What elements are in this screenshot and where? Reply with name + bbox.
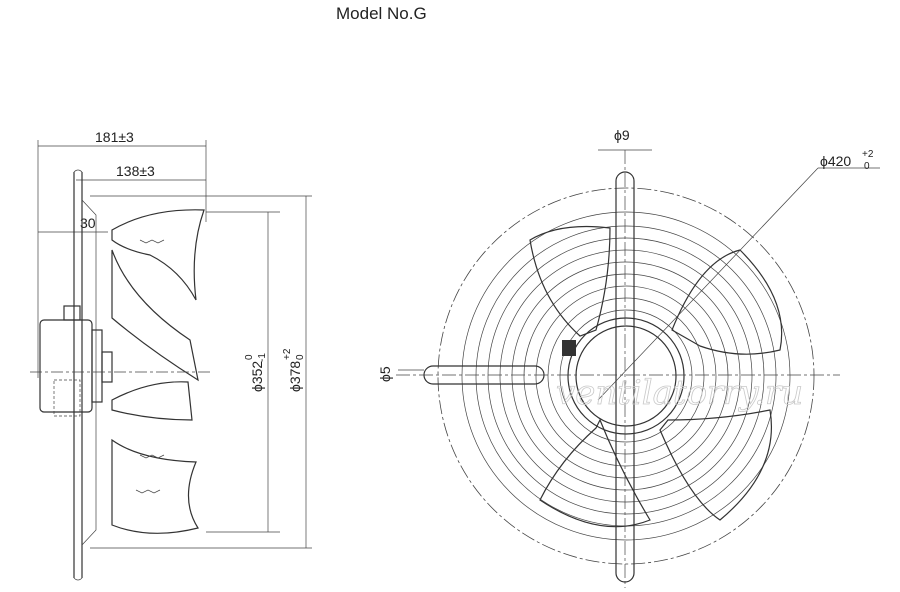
dim-hole-top: ϕ9 (614, 127, 630, 143)
dim-ring-tol-lower: 0 (864, 161, 870, 172)
blade-mid-upper (111, 249, 199, 382)
cable-gland (63, 305, 81, 321)
guard-rail (73, 172, 83, 578)
cable-exit (562, 340, 576, 356)
side-view: 181±3 138±3 30 (30, 129, 312, 581)
guard-rings (461, 211, 791, 541)
blade-mid-lower (111, 381, 193, 421)
dim-overall-label: 181±3 (95, 129, 134, 145)
dim-guard-tol-upper: +2 (282, 348, 293, 360)
front-blade-1 (671, 249, 783, 355)
front-view: ϕ9 ϕ420 +2 0 ϕ5 (377, 127, 880, 588)
dim-body-label: 138±3 (116, 163, 155, 179)
dim-blade-tol-lower: -1 (257, 353, 268, 362)
dim-ring-dia: ϕ420 (820, 153, 851, 169)
blade-upper (111, 209, 205, 301)
watermark: ventilatorry.ru (556, 373, 803, 413)
dim-blade-tol-upper: 0 (244, 354, 255, 360)
front-blade-4 (529, 225, 611, 337)
motor-flange (91, 329, 103, 403)
motor-hub-outer (567, 317, 685, 435)
dim-blade-dia: ϕ352 (249, 361, 265, 392)
front-blade-2 (659, 409, 772, 521)
front-blade-3 (539, 418, 651, 528)
model-title: Model No.G (336, 4, 427, 23)
terminal-box (53, 379, 81, 417)
dim-guard-dia: ϕ378 (287, 361, 303, 392)
dim-guard-tol-lower: 0 (295, 354, 306, 360)
ring-leader (597, 167, 819, 401)
motor-hub-inner (575, 325, 677, 427)
dim-flange-label: 30 (80, 215, 96, 231)
guard-wire (81, 199, 97, 546)
hub-cap (101, 351, 113, 383)
dim-ring-tol-upper: +2 (862, 149, 874, 160)
blade-lower (111, 438, 199, 534)
motor-body (39, 319, 93, 413)
outer-ring-circle (437, 187, 815, 565)
dim-hole-left: ϕ5 (377, 366, 393, 382)
